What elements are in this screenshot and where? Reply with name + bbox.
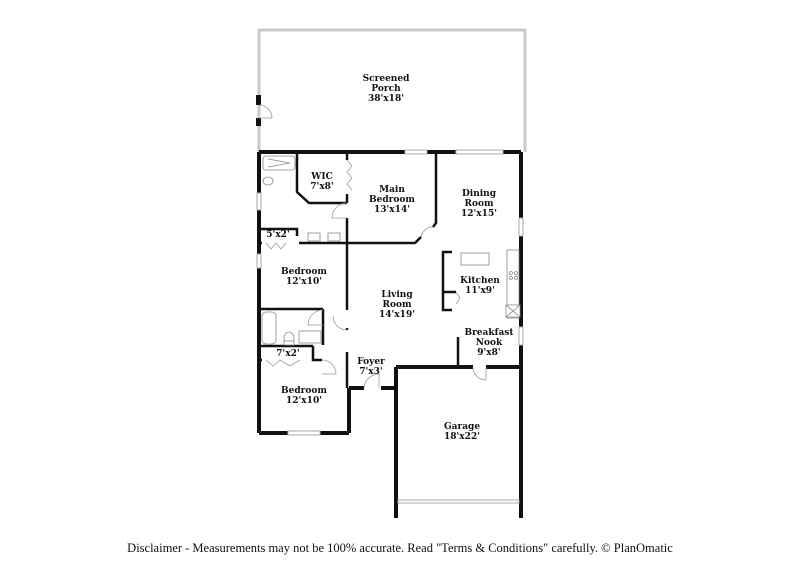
screened-porch-walls (257, 28, 527, 152)
exterior-walls (257, 150, 523, 518)
room-label-bedroom-upper: Bedroom 12'x10' (281, 267, 327, 287)
room-label-main-bedroom: Main Bedroom 13'x14' (369, 185, 415, 215)
disclaimer-text: Disclaimer - Measurements may not be 100… (127, 541, 673, 555)
windows (256, 149, 524, 504)
room-label-dining-room: Dining Room 12'x15' (461, 189, 497, 219)
room-label-closet-5x2: 5'x2' (266, 230, 290, 240)
room-label-breakfast-nook: Breakfast Nook 9'x8' (464, 328, 514, 358)
room-label-living-room: Living Room 14'x19' (379, 290, 415, 320)
fixtures (261, 155, 521, 346)
room-label-screened-porch: Screened Porch 38'x18' (362, 74, 410, 104)
porch-door (256, 95, 273, 126)
room-label-wic: WIC 7'x8' (310, 172, 334, 192)
room-label-garage: Garage 18'x22' (443, 422, 481, 442)
interior-walls (259, 152, 460, 388)
door-swings (265, 159, 487, 389)
room-label-bedroom-lower: Bedroom 12'x10' (281, 386, 327, 406)
room-label-closet-7x2: 7'x2' (276, 349, 300, 359)
room-label-foyer: Foyer 7'x3' (357, 357, 385, 377)
room-label-kitchen: Kitchen 11'x9' (460, 276, 500, 296)
